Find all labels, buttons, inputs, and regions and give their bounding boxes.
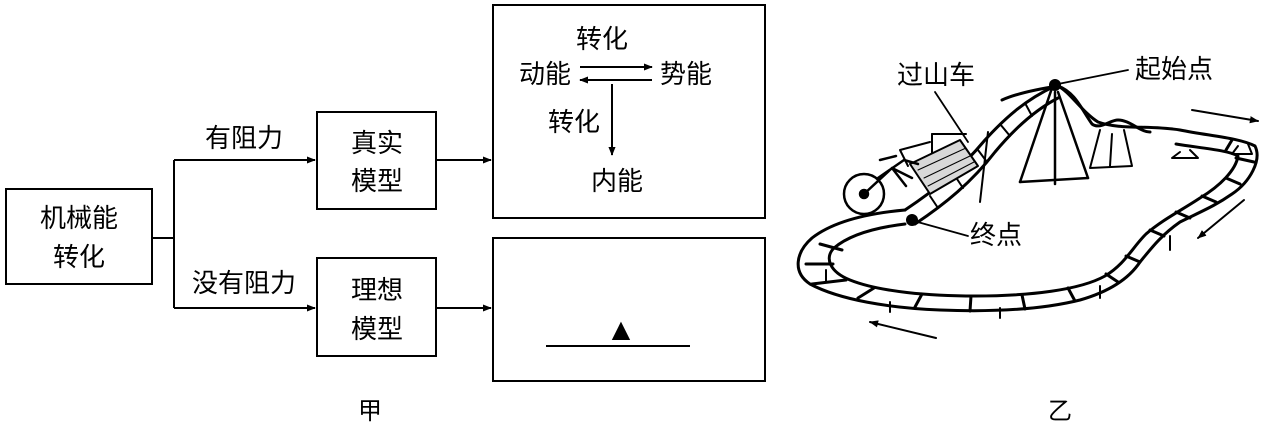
internal-energy-label: 内能 (591, 167, 643, 197)
support-tower (1018, 86, 1090, 186)
track-legs (825, 235, 1171, 319)
coaster-cart (899, 139, 979, 195)
lift-hill-rail-lower (913, 96, 1060, 226)
kinetic-energy-label: 动能 (519, 60, 571, 90)
leader-end (913, 220, 969, 237)
source-label-line1: 机械能 (40, 204, 118, 234)
ideal-model-line2: 模型 (351, 315, 403, 345)
branch-bottom-label: 没有阻力 (192, 269, 296, 299)
source-label-line2: 转化 (53, 243, 105, 273)
branch-top-label: 有阻力 (205, 124, 283, 154)
first-drop-rail (1056, 84, 1152, 134)
real-model-line1: 真实 (351, 129, 403, 159)
track-crossties (804, 138, 1256, 313)
bicycle-sketch (842, 154, 920, 216)
result-bottom-box (492, 237, 766, 382)
label-end-point: 终点 (970, 221, 1022, 251)
leader-coaster (934, 91, 969, 143)
source-box (5, 188, 153, 285)
direction-arrow-bottom (869, 320, 937, 339)
ideal-model-line1: 理想 (351, 276, 403, 306)
small-supports (931, 129, 1253, 203)
result-top-box (492, 4, 766, 219)
label-start-point: 起始点 (1135, 55, 1213, 85)
caption-jia: 甲 (358, 397, 382, 425)
potential-energy-label: 势能 (660, 60, 712, 90)
diagram-jia (5, 4, 766, 382)
label-coaster: 过山车 (897, 61, 975, 91)
leader-start (1057, 69, 1129, 85)
blank-mark: ▲ (612, 315, 631, 343)
start-point-dot (1049, 79, 1061, 91)
caption-yi: 乙 (1048, 397, 1072, 425)
direction-arrow-top (1191, 109, 1259, 124)
end-point-dot (906, 214, 918, 226)
convert-label-top: 转化 (576, 25, 628, 55)
track-inner-rail (827, 142, 1240, 298)
real-model-line2: 模型 (351, 167, 403, 197)
convert-label-side: 转化 (548, 108, 600, 138)
direction-arrow-right (1197, 199, 1245, 239)
roller-coaster-illustration (796, 69, 1259, 339)
